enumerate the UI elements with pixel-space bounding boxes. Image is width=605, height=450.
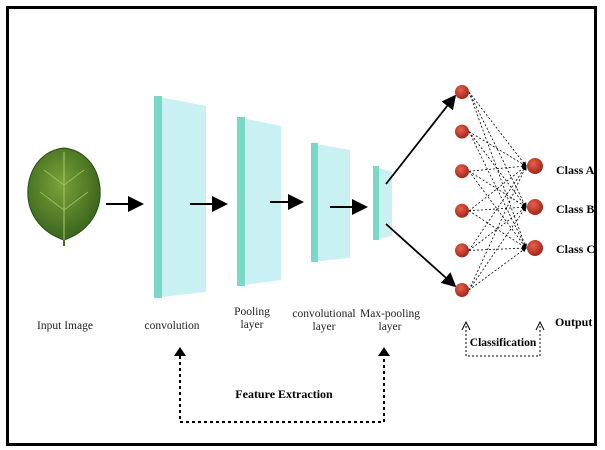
label-pooling: Pooling layer [222, 306, 282, 332]
connection-edge [468, 165, 527, 251]
diagram-frame [6, 6, 597, 446]
hidden-neuron [455, 203, 469, 218]
pooling-layer-block [237, 117, 281, 286]
label-output: Output [555, 315, 593, 329]
label-class-c: Class C [556, 242, 596, 256]
label-maxpooling-line2: layer [378, 321, 402, 333]
hidden-neuron [455, 283, 469, 297]
connection-edge [468, 247, 527, 291]
connection-edge [468, 165, 527, 212]
label-pooling-line1: Pooling [234, 306, 270, 318]
classification-bracket [461, 320, 545, 357]
hidden-neuron [455, 164, 469, 179]
connection-edge [468, 206, 527, 291]
label-convolutional-line2: layer [312, 321, 336, 333]
arrow-maxpool-to-bottom-neuron [385, 223, 457, 288]
maxpool-layer-block [373, 166, 392, 240]
arrow-maxpool-to-top-neuron [385, 94, 457, 185]
output-neuron [527, 158, 543, 174]
connection-edge [468, 91, 527, 249]
feature-extraction-bracket [174, 347, 390, 423]
conv-layer-block [154, 96, 206, 298]
label-class-b: Class B [556, 202, 595, 216]
output-neuron [527, 240, 543, 256]
label-convolutional: convolutional layer [282, 308, 366, 334]
connection-edge [468, 131, 527, 167]
label-convolutional-line1: convolutional [292, 308, 356, 320]
output-layer [527, 158, 543, 256]
label-input-image: Input Image [37, 320, 93, 332]
connection-edge [468, 91, 527, 167]
label-class-a: Class A [556, 163, 595, 177]
label-maxpooling-line1: Max-pooling [359, 308, 421, 320]
label-classification: Classification [469, 337, 537, 349]
connection-edge [468, 131, 527, 208]
hidden-layer [455, 85, 469, 297]
connection-edge [468, 170, 527, 208]
hidden-neuron [455, 124, 469, 139]
connection-edge [468, 206, 527, 251]
label-feature-extraction: Feature Extraction [235, 387, 333, 401]
hidden-neuron [455, 243, 469, 258]
label-convolution: convolution [144, 320, 200, 332]
connection-edge [468, 165, 527, 291]
label-maxpooling: Max-pooling layer [348, 308, 432, 334]
fully-connected-edges [468, 91, 527, 291]
hidden-neuron [455, 85, 469, 99]
output-neuron [527, 199, 543, 215]
connection-edge [468, 210, 527, 249]
connection-edge [468, 204, 527, 212]
conv2-layer-block [311, 143, 350, 262]
connection-edge [468, 131, 527, 249]
label-pooling-line2: layer [240, 319, 264, 331]
leaf-icon [27, 147, 101, 246]
connection-edge [468, 163, 527, 172]
connection-edge [468, 91, 527, 208]
connection-edge [468, 170, 527, 249]
